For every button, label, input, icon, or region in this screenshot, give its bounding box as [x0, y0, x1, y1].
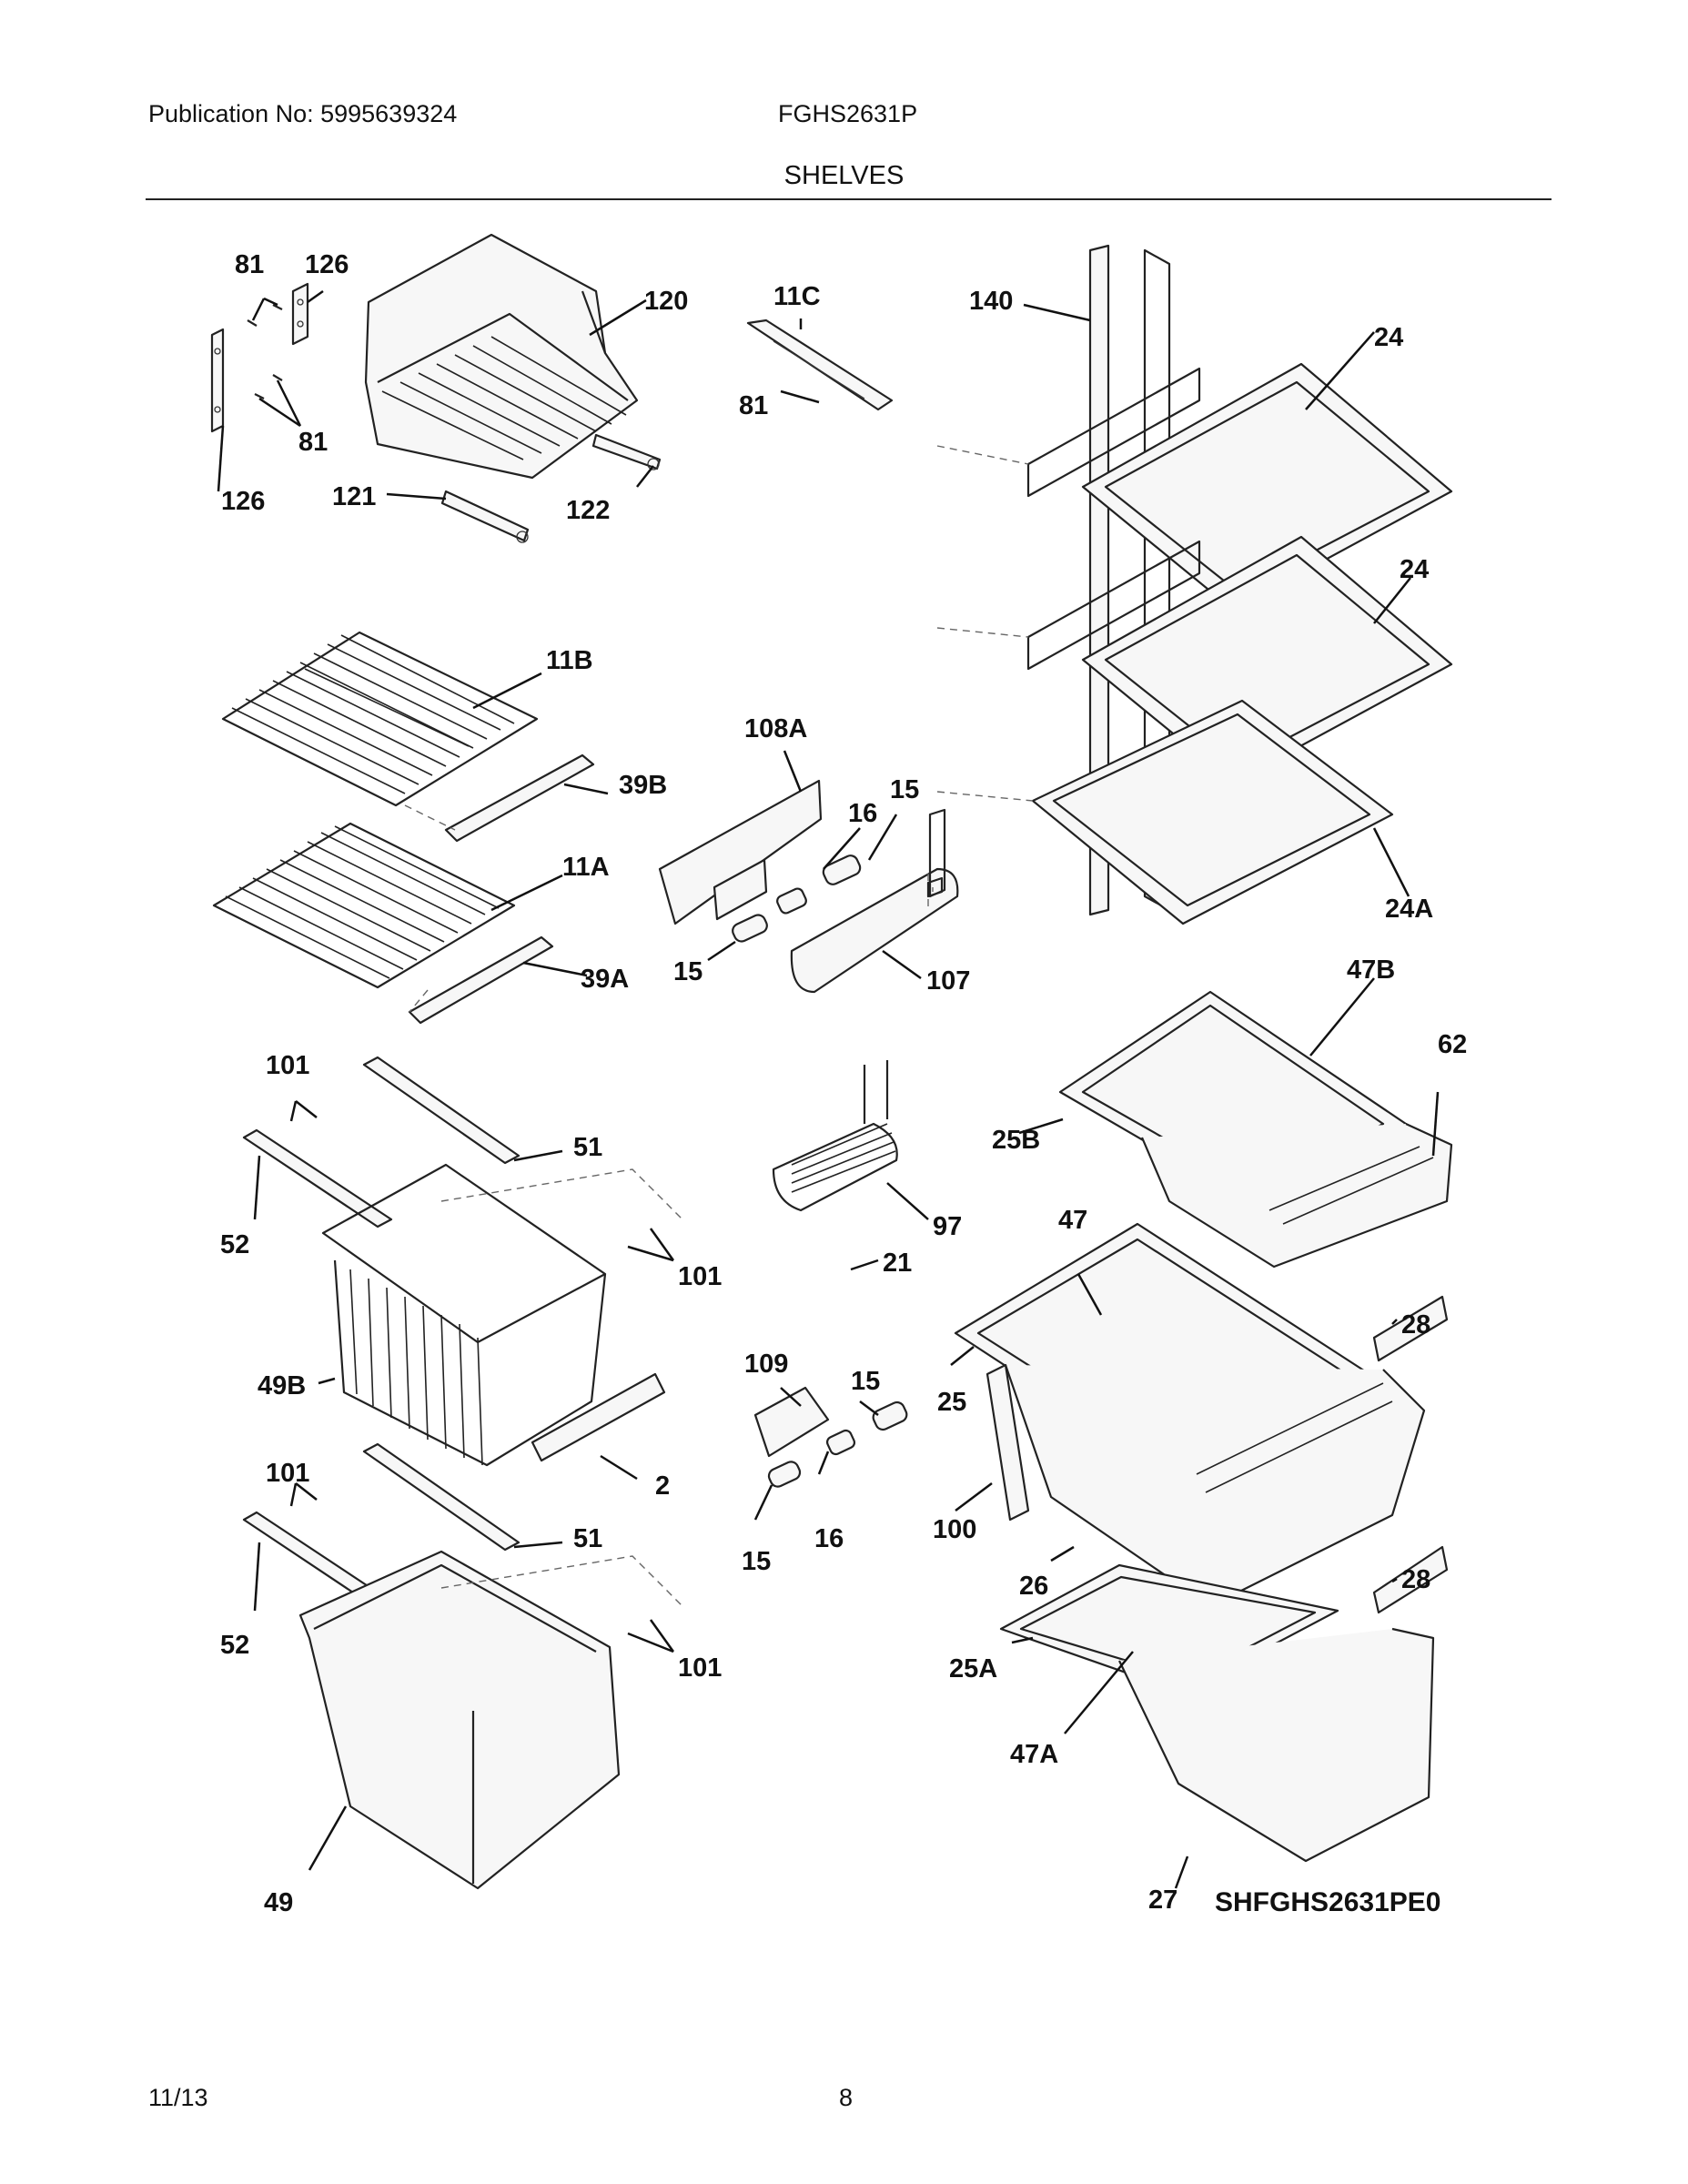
- rail-122: [591, 433, 662, 470]
- trim-39B: [444, 753, 595, 843]
- bracket-126-upper: [291, 282, 309, 346]
- publication-number: Publication No: 5995639324: [148, 100, 458, 127]
- rail-121: [440, 490, 530, 543]
- callout-2: 2: [655, 1471, 670, 1501]
- light-housing-109: [753, 1386, 830, 1458]
- callout-101: 101: [266, 1051, 309, 1080]
- drawer-25: [1004, 1364, 1426, 1608]
- brackets-28: [1372, 1295, 1449, 1614]
- callout-47: 47: [1058, 1206, 1087, 1235]
- callout-39B: 39B: [619, 771, 667, 800]
- callout-51: 51: [573, 1524, 602, 1553]
- callout-126: 126: [221, 487, 265, 516]
- callout-39A: 39A: [581, 965, 629, 994]
- callout-labels: 81 126 120 11C 140 24 81 81 126 121 122 …: [220, 250, 1467, 1917]
- footer-date: 11/13: [148, 2084, 208, 2111]
- bracket-126-lower: [210, 328, 225, 433]
- callout-21: 21: [883, 1249, 912, 1278]
- basket-49B: [321, 1163, 607, 1467]
- callout-15: 15: [742, 1547, 771, 1576]
- drawer-62: [1140, 1123, 1453, 1269]
- callout-62: 62: [1438, 1030, 1467, 1059]
- rail-51-lower: [362, 1442, 521, 1552]
- diagram-code: SHFGHS2631PE0: [1215, 1887, 1440, 1917]
- callout-81: 81: [739, 391, 768, 420]
- callout-15: 15: [851, 1367, 880, 1396]
- callout-15: 15: [673, 957, 702, 986]
- callout-25A: 25A: [949, 1654, 997, 1684]
- callout-11B: 11B: [546, 646, 593, 675]
- callout-121: 121: [332, 482, 376, 511]
- callout-81: 81: [235, 250, 264, 279]
- callout-52: 52: [220, 1230, 249, 1259]
- callout-26: 26: [1019, 1572, 1048, 1601]
- rail-52-upper: [242, 1128, 393, 1228]
- frame-100: [986, 1363, 1030, 1522]
- model-number: FGHS2631P: [778, 100, 918, 127]
- callout-24: 24: [1400, 555, 1429, 584]
- callout-122: 122: [566, 496, 610, 525]
- callout-24A: 24A: [1385, 895, 1433, 924]
- trim-39A: [408, 935, 554, 1025]
- callout-101: 101: [266, 1459, 309, 1488]
- header-rule: [146, 198, 1552, 200]
- callout-47B: 47B: [1347, 956, 1395, 985]
- callout-15: 15: [890, 775, 919, 804]
- callout-108A: 108A: [744, 714, 807, 743]
- callout-101: 101: [678, 1653, 722, 1683]
- callout-24: 24: [1374, 323, 1403, 352]
- bulbs-15-16: [732, 854, 862, 943]
- callout-47A: 47A: [1010, 1740, 1058, 1769]
- crisper-pan-120: [364, 233, 639, 480]
- drawer-27: [1118, 1627, 1435, 1863]
- callout-100: 100: [933, 1515, 976, 1544]
- callout-11C: 11C: [773, 282, 821, 311]
- callout-11A: 11A: [562, 853, 610, 882]
- callout-leaders: [217, 289, 1440, 1889]
- wire-shelf-11B: [221, 631, 539, 807]
- callout-27: 27: [1148, 1886, 1178, 1915]
- callout-28: 28: [1401, 1310, 1430, 1340]
- callout-97: 97: [933, 1212, 962, 1241]
- callout-51: 51: [573, 1133, 602, 1162]
- glass-shelf-24-top: [1026, 362, 1453, 612]
- trim-2: [531, 1372, 666, 1462]
- section-title: SHELVES: [783, 161, 905, 190]
- cover-11C: [746, 318, 894, 411]
- callout-140: 140: [969, 287, 1013, 316]
- bulbs-15-16-lower: [767, 1400, 908, 1488]
- callout-101: 101: [678, 1262, 722, 1291]
- callout-120: 120: [644, 287, 688, 316]
- rail-51-upper: [362, 1056, 521, 1165]
- lens-107: [790, 867, 959, 994]
- glass-shelf-24A: [1031, 699, 1394, 925]
- page-number: 8: [839, 2084, 854, 2111]
- callout-81: 81: [298, 428, 328, 457]
- callout-16: 16: [814, 1524, 844, 1553]
- callout-52: 52: [220, 1631, 249, 1660]
- light-housing-108A: [658, 779, 823, 925]
- callout-49B: 49B: [258, 1371, 306, 1400]
- screws-81: [247, 304, 283, 399]
- callout-25B: 25B: [992, 1126, 1040, 1155]
- callout-28: 28: [1401, 1565, 1430, 1594]
- bin-49: [298, 1550, 621, 1890]
- callout-16: 16: [848, 799, 877, 828]
- callout-107: 107: [926, 966, 970, 996]
- callout-126: 126: [305, 250, 349, 279]
- callout-49: 49: [264, 1888, 293, 1917]
- callout-109: 109: [744, 1350, 788, 1379]
- heater-97: [772, 1060, 898, 1212]
- wire-shelf-11A: [212, 822, 516, 989]
- callout-25: 25: [937, 1388, 966, 1417]
